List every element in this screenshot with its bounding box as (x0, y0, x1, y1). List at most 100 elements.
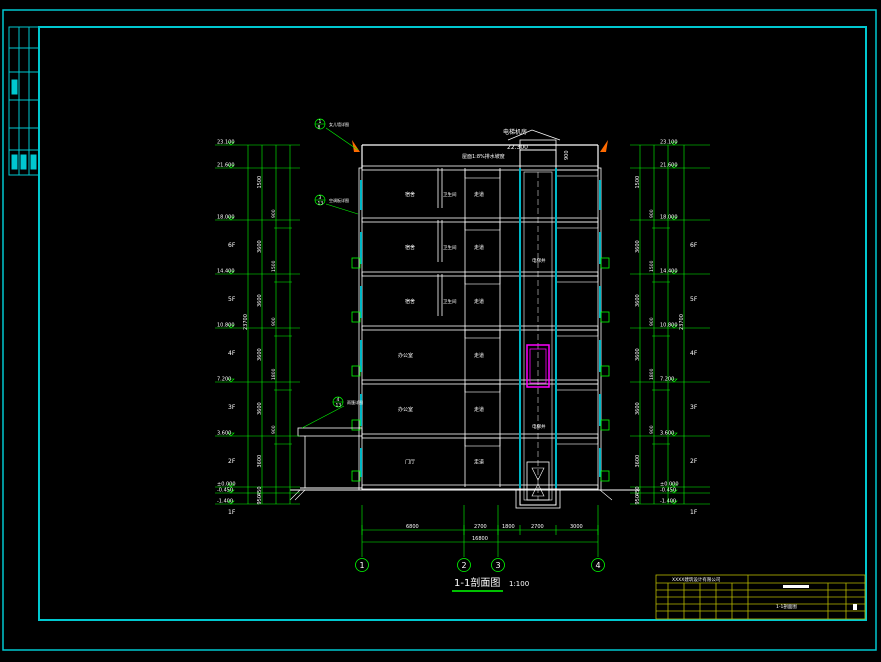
elevation-marker (227, 270, 235, 275)
elevation-value: 10.800 (217, 323, 235, 329)
axis-bubble (457, 558, 471, 572)
bottom-dim-text: 2700 (531, 524, 544, 530)
elevator-cab-inner (529, 348, 547, 384)
floor-label: 1F (228, 509, 236, 516)
storey-dim-text: 3600 (257, 348, 263, 361)
elevation-value: 18.000 (660, 215, 678, 221)
elevator-pit-buffer (526, 461, 550, 501)
elevation-value: 10.800 (660, 323, 678, 329)
floor-label: 6F (690, 242, 698, 249)
ac-unit-left (351, 419, 361, 431)
door-header (464, 275, 501, 285)
ac-unit-left (351, 470, 361, 482)
ac-unit-right (600, 365, 610, 377)
window-dim-text: 1800 (649, 368, 655, 380)
beam (555, 169, 599, 177)
elevation-value: ±0.000 (660, 482, 679, 488)
machine-room-label: 电梯机房 (503, 128, 527, 136)
floor-label: 2F (690, 458, 698, 465)
left-exterior-wall (358, 167, 363, 491)
elevation-marker (227, 164, 235, 169)
entrance-canopy (297, 427, 363, 437)
callout-sheet: 8 (318, 125, 321, 131)
ac-unit-left (351, 365, 361, 377)
elevation-marker (670, 270, 678, 275)
floor-slab (361, 325, 599, 331)
window-dim-text: 1500 (271, 260, 277, 272)
floor-label: 4F (228, 350, 236, 357)
floor-slab (361, 165, 599, 171)
callout-num: 4 (337, 397, 340, 403)
titleblock-drawing-name: 1-1剖面图 (776, 603, 797, 610)
window-dim-text: 900 (271, 209, 277, 218)
room-label-corridor: 走道 (474, 352, 484, 359)
left-window (360, 286, 362, 318)
title-block (655, 574, 866, 620)
floor-label: 3F (690, 404, 698, 411)
floor-label: 3F (228, 404, 236, 411)
outer-frame (2, 9, 877, 651)
window-dim-text: 900 (649, 317, 655, 326)
callout-text: 女儿墙详图 (329, 121, 349, 127)
room-label-wc: 卫生间 (443, 298, 457, 305)
room-label-wc: 卫生间 (443, 244, 457, 251)
storey-dim-text: 3600 (635, 240, 641, 253)
elevation-marker (227, 141, 235, 146)
titleblock-sheet-mark (853, 604, 857, 610)
elevation-value: 3.600 (660, 431, 674, 437)
elevation-marker (670, 432, 678, 437)
beam (555, 437, 599, 445)
bottom-dim-text: 6800 (406, 524, 419, 530)
parapet-dim-text: 900 (564, 150, 570, 160)
ac-unit-right (600, 257, 610, 269)
right-window (599, 286, 601, 318)
door-header (464, 169, 501, 179)
axis-bubble (355, 558, 369, 572)
elevation-value: -1.400 (217, 499, 233, 505)
elevation-marker (670, 164, 678, 169)
elevation-value: 18.000 (217, 215, 235, 221)
elevation-marker (227, 432, 235, 437)
ac-unit-left (351, 257, 361, 269)
left-elevation-dims: 23.10021.60018.0006F14.4005F10.8004F7.20… (215, 140, 300, 516)
beam (555, 329, 599, 337)
floor-slab (361, 379, 599, 385)
titleblock-project-bar (783, 585, 809, 588)
left-signature-strip (8, 26, 40, 176)
room-label-dorm: 宿舍 (405, 244, 415, 251)
elevation-marker (670, 216, 678, 221)
left-window (360, 394, 362, 426)
elevation-value: 21.600 (217, 163, 235, 169)
floor-slab (361, 271, 599, 277)
storey-dim-text: 950 (257, 495, 263, 505)
left-window (360, 232, 362, 264)
elevation-value: -0.450 (217, 488, 233, 494)
drawing-title: 1-1剖面图 (454, 576, 500, 589)
machine-room (519, 139, 557, 151)
axis-number: 4 (596, 561, 601, 570)
ac-unit-right (600, 311, 610, 323)
room-label-elevator: 电梯井 (532, 257, 546, 264)
window-dim-text: 1800 (271, 368, 277, 380)
ground-hatch (289, 489, 613, 501)
titleblock-company: XXXX建筑设计有限公司 (672, 576, 720, 583)
room-label-dorm: 宿舍 (405, 191, 415, 198)
callout-leader (325, 127, 359, 151)
room-label-corridor: 走道 (474, 244, 484, 251)
room-label-corridor: 走道 (474, 298, 484, 305)
room-label-dorm: 宿舍 (405, 298, 415, 305)
elevation-value: 7.200 (660, 377, 674, 383)
top-level-text: 22.300 (507, 144, 528, 151)
beam (555, 275, 599, 283)
inner-frame (38, 26, 867, 621)
elevation-value: 3.600 (217, 431, 231, 437)
elevation-marker (670, 489, 678, 494)
door-header (464, 383, 501, 393)
left-window (360, 180, 362, 210)
storey-dim-text: 3600 (257, 402, 263, 415)
callout-leader (301, 405, 345, 429)
storey-dim-text: 3600 (635, 294, 641, 307)
